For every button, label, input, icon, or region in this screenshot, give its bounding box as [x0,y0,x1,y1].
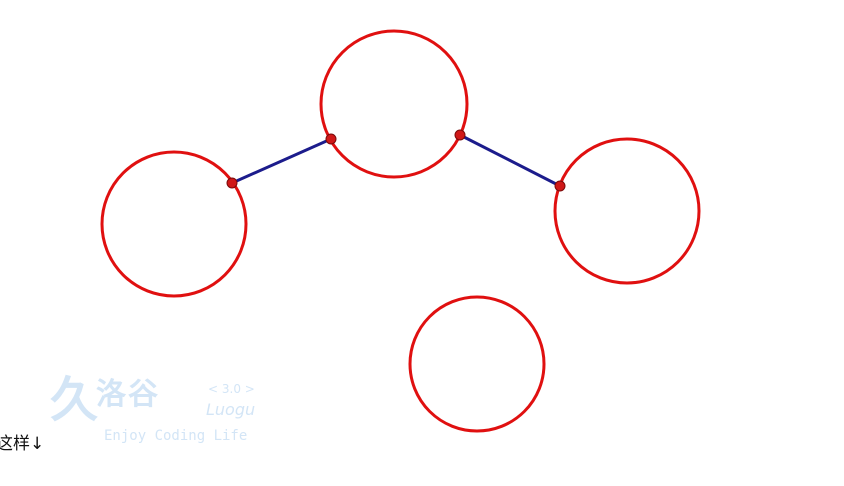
point-right-circle [554,180,566,192]
luogu-watermark: 久 洛谷 < 3.0 > Luogu Enjoy Coding Life [50,376,280,452]
watermark-logo-mark: 久 [50,372,99,428]
watermark-version: < 3.0 > [208,382,255,396]
watermark-name-cn: 洛谷 [96,377,160,412]
point-top-right [454,129,466,141]
caption-text: 这样↓ [0,434,45,454]
watermark-slogan: Enjoy Coding Life [104,428,248,444]
point-left-circle [226,177,238,189]
circle-right [553,137,701,285]
edge-left [230,137,333,185]
circle-top [319,29,469,179]
edge-right [458,133,562,188]
circle-bottom [408,295,546,433]
watermark-name-latin: Luogu [206,400,256,419]
circle-left [100,150,248,298]
point-top-left [325,133,337,145]
